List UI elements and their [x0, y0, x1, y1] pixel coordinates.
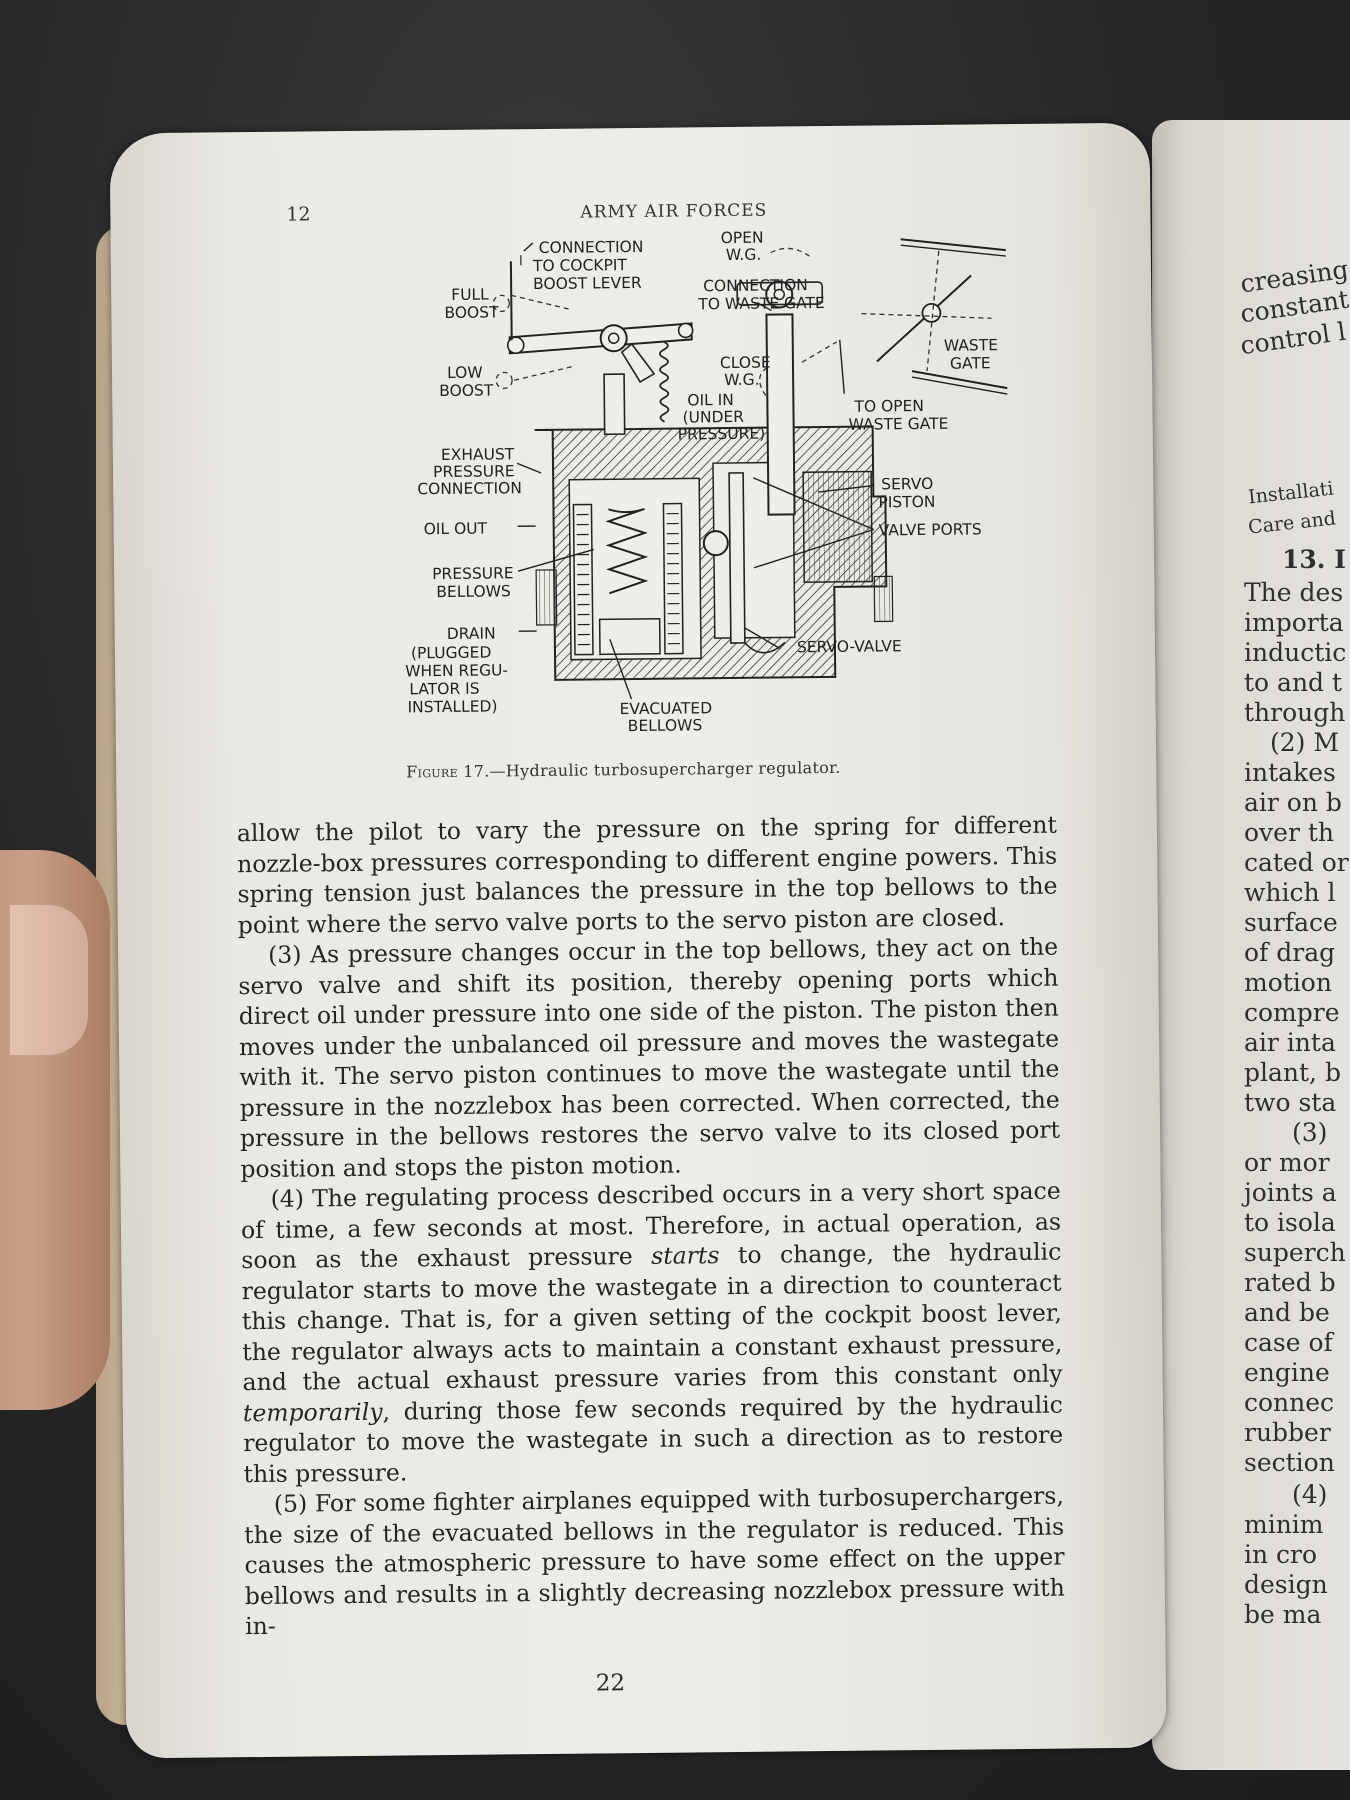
label-evacuated-1: EVACUATED — [619, 699, 712, 718]
facing-line: to isola — [1244, 1208, 1336, 1237]
paragraph-1: allow the pilot to vary the pressure on … — [236, 810, 1058, 939]
waste-gate-detail — [861, 238, 1008, 395]
facing-page[interactable]: creasing constant control l Installati C… — [1152, 120, 1350, 1770]
facing-line: to and t — [1244, 668, 1343, 697]
facing-line: Installati — [1247, 477, 1335, 509]
label-close-wg-1: CLOSE — [720, 354, 771, 373]
facing-line: surface — [1244, 908, 1338, 937]
label-exhaust-1: EXHAUST — [441, 445, 515, 464]
facing-line: motion — [1244, 968, 1332, 997]
label-plugged-1: (PLUGGED — [411, 644, 492, 663]
paragraph-3: (4) The regulating process described occ… — [241, 1176, 1064, 1490]
paragraph-3-emphasis-2: temporarily — [242, 1397, 383, 1427]
facing-line: or mor — [1244, 1148, 1330, 1177]
boost-lever-linkage — [506, 255, 694, 436]
label-full-boost-2: BOOST — [444, 303, 499, 322]
label-oil-in-3: PRESSURE) — [678, 425, 766, 444]
facing-line: section — [1244, 1448, 1335, 1477]
facing-line: plant, b — [1244, 1058, 1341, 1087]
label-to-open-1: TO OPEN — [853, 397, 924, 416]
facing-line: which l — [1244, 878, 1336, 907]
facing-line: over th — [1244, 818, 1335, 847]
facing-line: The des — [1244, 578, 1344, 607]
facing-line: importa — [1244, 608, 1344, 637]
facing-line: minim — [1244, 1510, 1324, 1539]
label-open-wg-2: W.G. — [726, 246, 762, 264]
facing-line: (4) — [1292, 1480, 1328, 1509]
facing-line: air on b — [1244, 788, 1342, 817]
facing-line: and be — [1244, 1298, 1330, 1327]
facing-line: inductic — [1244, 638, 1347, 667]
pressure-bellows-shape — [572, 502, 684, 656]
label-exhaust-3: CONNECTION — [417, 479, 522, 498]
figure-caption-label: Figure 17. — [406, 761, 490, 782]
facing-line: superch — [1244, 1238, 1346, 1267]
label-low-boost-2: BOOST — [439, 381, 494, 400]
label-evacuated-2: BELLOWS — [628, 716, 703, 735]
label-servo-piston-1: SERVO — [881, 475, 933, 494]
page-number-top: 12 — [286, 203, 311, 226]
label-pressure-bellows-2: BELLOWS — [436, 582, 511, 601]
figure-caption-text: —Hydraulic turbosupercharger regulator. — [489, 757, 841, 781]
label-connection-cockpit-2: TO COCKPIT — [532, 256, 628, 275]
page-number-bottom: 22 — [595, 1670, 626, 1697]
facing-line: case of — [1244, 1328, 1333, 1357]
label-plugged-4: INSTALLED) — [407, 697, 497, 716]
facing-line: joints a — [1244, 1178, 1337, 1207]
label-exhaust-2: PRESSURE — [433, 462, 515, 481]
label-to-open-2: WASTE GATE — [849, 415, 949, 434]
label-waste-gate-2: GATE — [950, 354, 991, 372]
label-connection-cockpit-3: BOOST LEVER — [533, 274, 642, 293]
facing-line: cated or — [1244, 848, 1349, 877]
label-full-boost-1: FULL — [451, 286, 489, 304]
facing-line: Care and — [1247, 507, 1337, 539]
label-pressure-bellows-1: PRESSURE — [432, 564, 514, 583]
facing-line: rated b — [1244, 1268, 1336, 1297]
leader-lines — [516, 242, 874, 700]
body-text: allow the pilot to vary the pressure on … — [237, 810, 1066, 1642]
figure-caption: Figure 17.—Hydraulic turbosupercharger r… — [406, 758, 841, 782]
servo-rods — [702, 280, 824, 654]
facing-line: (3) — [1292, 1118, 1328, 1147]
label-plugged-3: LATOR IS — [409, 680, 479, 699]
label-plugged-2: WHEN REGU- — [405, 661, 508, 680]
facing-line: of drag — [1244, 938, 1336, 967]
facing-line: rubber — [1244, 1418, 1331, 1447]
facing-line: air inta — [1244, 1028, 1336, 1057]
facing-line: be ma — [1244, 1600, 1322, 1629]
label-oil-out: OIL OUT — [424, 520, 488, 539]
paragraph-2: (3) As pressure changes occur in the top… — [238, 932, 1061, 1183]
paragraph-3-emphasis-1: starts — [651, 1241, 720, 1270]
facing-line: two sta — [1244, 1088, 1337, 1117]
facing-line: through — [1244, 698, 1346, 727]
label-valve-ports: VALVE PORTS — [879, 520, 982, 539]
label-servo-piston-2: PISTON — [878, 493, 935, 512]
label-open-wg-1: OPEN — [721, 229, 764, 247]
label-servo-valve: SERVO-VALVE — [797, 637, 902, 656]
label-low-boost-1: LOW — [447, 364, 483, 382]
label-waste-gate-1: WASTE — [944, 336, 998, 355]
facing-line: design — [1244, 1570, 1328, 1599]
paragraph-4: (5) For some fighter airplanes equipped … — [244, 1481, 1065, 1641]
label-oil-in-1: OIL IN — [687, 391, 734, 409]
facing-line: 13. I — [1282, 545, 1346, 574]
facing-line: (2) M — [1270, 728, 1339, 757]
label-conn-waste-2: TO WASTE GATE — [697, 294, 825, 313]
label-oil-in-2: (UNDER — [682, 408, 744, 427]
running-head: ARMY AIR FORCES — [580, 200, 768, 223]
label-connection-cockpit-1: CONNECTION — [539, 238, 644, 257]
phantom-positions — [492, 247, 838, 399]
book-page[interactable]: 12 ARMY AIR FORCES — [109, 122, 1167, 1759]
label-conn-waste-1: CONNECTION — [703, 276, 808, 295]
facing-line: intakes — [1244, 758, 1336, 787]
thumbnail-highlight — [10, 905, 88, 1055]
facing-line: connec — [1244, 1388, 1335, 1417]
facing-line: in cro — [1244, 1540, 1318, 1569]
label-close-wg-2: W.G. — [724, 371, 760, 389]
label-drain: DRAIN — [447, 624, 496, 643]
regulator-diagram: CONNECTION TO COCKPIT BOOST LEVER FULL B… — [405, 229, 1008, 735]
facing-line: compre — [1244, 998, 1340, 1027]
facing-line: engine — [1244, 1358, 1330, 1387]
